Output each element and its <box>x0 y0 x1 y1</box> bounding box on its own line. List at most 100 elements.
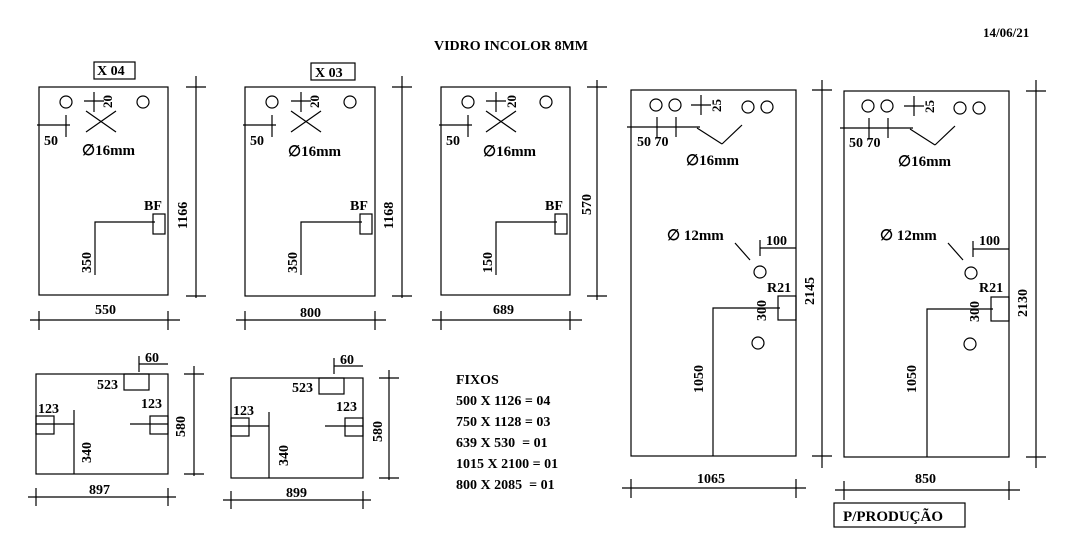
piece-7: 60 523 123 340 123 580 899 <box>223 353 399 509</box>
hole-diameter: ∅16mm <box>483 144 537 160</box>
hole-circle <box>760 100 774 114</box>
hinge-box <box>344 417 364 437</box>
notch-box <box>990 296 1010 322</box>
dim-left: 50 <box>446 134 460 149</box>
dim-inner: 340 <box>80 442 95 463</box>
qty-box <box>93 61 136 80</box>
hole-diameter: ∅16mm <box>898 154 952 170</box>
dim-right: 123 <box>336 400 357 415</box>
notch-box <box>123 373 150 391</box>
dim-left: 50 <box>250 134 264 149</box>
dim-height: 580 <box>371 421 386 442</box>
piece-1: X 04 20 50 ∅16mm BF 350 1166 550 <box>30 61 206 330</box>
hinge-hole <box>751 336 765 350</box>
dim-inner: 150 <box>481 252 496 273</box>
dim-width: 897 <box>89 483 110 498</box>
hinge-hole <box>963 337 977 351</box>
hole-circle <box>539 95 553 109</box>
dim-top: 20 <box>504 95 519 108</box>
dim-top: 25 <box>922 100 937 114</box>
hole-circle <box>343 95 357 109</box>
hole-circle <box>136 95 150 109</box>
production-label: P/PRODUÇÃO <box>843 507 943 525</box>
dim-width: 1065 <box>697 472 725 487</box>
hole-diameter: ∅16mm <box>686 153 740 169</box>
date: 14/06/21 <box>983 25 1029 40</box>
qty-label: X 03 <box>315 66 343 81</box>
dim-left: 50 70 <box>637 135 669 150</box>
dim-height: 2130 <box>1016 289 1031 317</box>
dim-left: 123 <box>38 402 59 417</box>
dim-top: 25 <box>709 99 724 113</box>
piece-6: 60 523 123 340 123 580 897 <box>28 351 204 506</box>
dim-100: 100 <box>766 234 787 249</box>
dim-inner: 350 <box>80 252 95 273</box>
dim-right: 123 <box>141 397 162 412</box>
dim-notch-pos: 523 <box>292 381 313 396</box>
fixos-line: 1015 X 2100 = 01 <box>456 457 558 472</box>
dim-left: 50 <box>44 134 58 149</box>
dim-notch: 60 <box>145 351 159 366</box>
piece-3: 20 50 ∅16mm BF 150 570 689 <box>432 80 607 330</box>
dim-top: 20 <box>100 95 115 108</box>
dim-left: 123 <box>233 404 254 419</box>
bf-box <box>359 213 373 235</box>
radius-label: R21 <box>767 281 791 296</box>
piece-5: 25 50 70 ∅16mm ∅ 12mm 100 R21 300 1050 2… <box>833 80 1046 528</box>
bf-label: BF <box>350 199 368 214</box>
hole-diameter: ∅16mm <box>82 143 136 159</box>
dim-inner: 1050 <box>905 365 920 393</box>
notch-box <box>318 377 345 395</box>
hole-circle <box>265 95 279 109</box>
hole-diameter: ∅16mm <box>288 144 342 160</box>
hole-circle <box>972 101 986 115</box>
hinge-box <box>149 415 169 435</box>
production-box <box>833 502 966 528</box>
glass-panel <box>440 86 571 296</box>
notch-box <box>777 295 797 321</box>
dim-height: 2145 <box>803 277 818 305</box>
fixos-line: 500 X 1126 = 04 <box>456 394 550 409</box>
dim-notch-pos: 523 <box>97 378 118 393</box>
dim-inner: 340 <box>277 445 292 466</box>
hole-circle <box>668 98 682 112</box>
bf-box <box>554 213 568 235</box>
dim-100: 100 <box>979 234 1000 249</box>
hole-circle <box>861 99 875 113</box>
dim-height: 1166 <box>176 202 191 229</box>
hole-circle <box>461 95 475 109</box>
radius-label: R21 <box>979 281 1003 296</box>
dim-width: 550 <box>95 303 116 318</box>
dim-height: 1168 <box>382 202 397 229</box>
hole-circle <box>649 98 663 112</box>
hole-circle <box>880 99 894 113</box>
title: VIDRO INCOLOR 8MM <box>434 39 588 54</box>
fixos-heading: FIXOS <box>456 373 499 388</box>
dim-height: 580 <box>174 416 189 437</box>
fixos-line: 800 X 2085 = 01 <box>456 478 555 493</box>
dim-height: 570 <box>580 194 595 215</box>
hole-diameter-12: ∅ 12mm <box>667 228 724 244</box>
dim-width: 689 <box>493 303 514 318</box>
glass-panel <box>38 86 169 296</box>
fixos-list: FIXOS 500 X 1126 = 04 750 X 1128 = 03 63… <box>456 373 558 493</box>
bf-box <box>152 213 166 235</box>
hole-diameter-12: ∅ 12mm <box>880 228 937 244</box>
fixos-line: 750 X 1128 = 03 <box>456 415 550 430</box>
hinge-box <box>230 417 250 437</box>
dim-inner: 350 <box>286 252 301 273</box>
hinge-hole <box>964 266 978 280</box>
bf-label: BF <box>144 199 162 214</box>
dim-300: 300 <box>755 300 770 321</box>
qty-label: X 04 <box>97 64 125 79</box>
dim-width: 800 <box>300 306 321 321</box>
hole-circle <box>953 101 967 115</box>
dim-300: 300 <box>968 301 983 322</box>
hinge-box <box>35 415 55 435</box>
piece-4: 25 50 70 ∅16mm ∅ 12mm 100 R21 300 1050 2… <box>622 80 832 498</box>
dim-width: 850 <box>915 472 936 487</box>
fixos-line: 639 X 530 = 01 <box>456 436 548 451</box>
qty-box <box>310 62 356 81</box>
dim-inner: 1050 <box>692 365 707 393</box>
